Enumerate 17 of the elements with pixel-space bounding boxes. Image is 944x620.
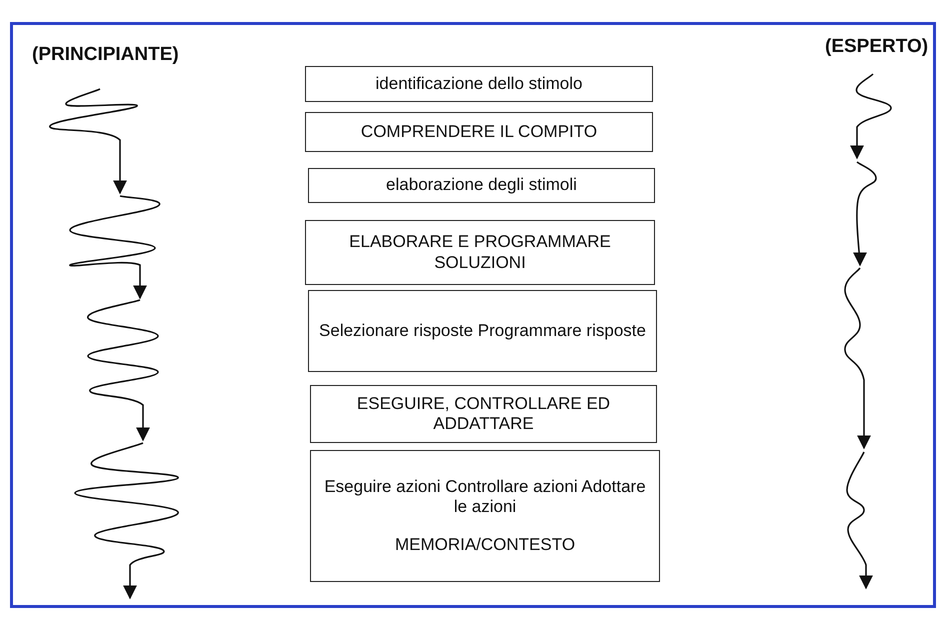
step-text: identificazione dello stimolo [376,74,582,94]
step-text: elaborazione degli stimoli [386,175,577,196]
process-box [308,168,655,203]
step-text: Eseguire azioni Controllare azioni Adottare le azioni [323,476,647,518]
process-box [308,290,657,372]
column-heading: (PRINCIPIANTE) [32,44,179,66]
process-box [310,450,660,582]
process-box [305,112,653,152]
process-box [310,385,657,443]
process-box [305,220,655,285]
step-text: MEMORIA/CONTESTO [394,535,576,556]
step-text: ESEGUIRE, CONTROLLARE ED ADDATTARE [356,394,612,434]
step-text: Selezionare risposte Programmare risposte [319,320,646,342]
step-text: ELABORARE E PROGRAMMARE SOLUZIONI [348,232,612,273]
process-box [305,66,653,102]
step-text: COMPRENDERE IL COMPITO [360,122,598,142]
column-heading: (ESPERTO) [825,36,928,58]
